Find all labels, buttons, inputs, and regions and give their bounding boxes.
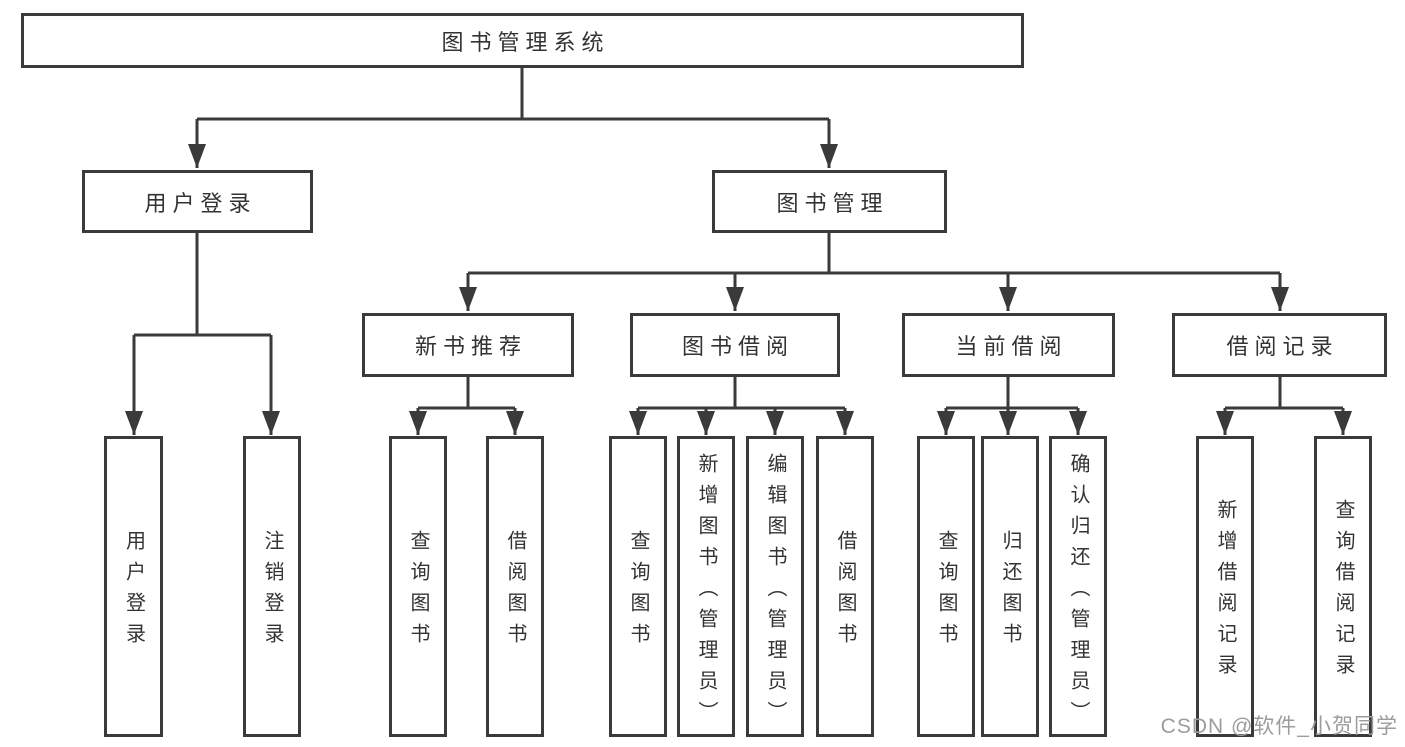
node-library-system: 图书管理系统 xyxy=(21,13,1024,68)
leaf-query-borrow-record: 查询借阅记录 xyxy=(1314,436,1372,737)
node-new-book-recommendation: 新书推荐 xyxy=(362,313,574,377)
leaf-confirm-return-admin: 确认归还（管理员） xyxy=(1049,436,1107,737)
leaf-edit-books-admin: 编辑图书（管理员） xyxy=(746,436,804,737)
leaf-return-books: 归还图书 xyxy=(981,436,1039,737)
leaf-borrowing-borrow-books-label: 借阅图书 xyxy=(834,530,856,654)
connector-stems xyxy=(132,68,1345,435)
node-new-book-recommendation-label: 新书推荐 xyxy=(414,334,527,359)
leaf-add-books-admin-label: 新增图书（管理员） xyxy=(695,452,717,732)
node-current-borrowing: 当前借阅 xyxy=(902,313,1115,377)
leaf-add-borrow-record-label: 新增借阅记录 xyxy=(1214,499,1236,685)
leaf-current-query-books-label: 查询图书 xyxy=(935,530,957,654)
node-book-management-label: 图书管理 xyxy=(776,190,889,216)
node-book-borrowing-label: 图书借阅 xyxy=(681,334,794,359)
leaf-recommend-borrow-books-label: 借阅图书 xyxy=(504,530,526,654)
leaf-logout-label: 注销登录 xyxy=(261,530,283,654)
node-book-management: 图书管理 xyxy=(712,170,947,233)
leaf-confirm-return-admin-label: 确认归还（管理员） xyxy=(1067,452,1089,732)
leaf-user-login-label: 用户登录 xyxy=(122,530,145,654)
leaf-add-books-admin: 新增图书（管理员） xyxy=(677,436,735,737)
node-user-login-label: 用户登录 xyxy=(144,190,257,216)
node-borrowing-records: 借阅记录 xyxy=(1172,313,1387,377)
leaf-add-borrow-record: 新增借阅记录 xyxy=(1196,436,1254,737)
node-library-system-label: 图书管理系统 xyxy=(441,29,610,55)
node-current-borrowing-label: 当前借阅 xyxy=(955,334,1068,359)
leaf-query-borrow-record-label: 查询借阅记录 xyxy=(1332,499,1354,685)
leaf-borrowing-query-books: 查询图书 xyxy=(609,436,667,737)
arrowheads xyxy=(125,144,1352,435)
node-book-borrowing: 图书借阅 xyxy=(630,313,840,377)
leaf-edit-books-admin-label: 编辑图书（管理员） xyxy=(764,452,786,732)
leaf-user-login: 用户登录 xyxy=(104,436,163,737)
leaf-recommend-query-books: 查询图书 xyxy=(389,436,447,737)
leaf-current-query-books: 查询图书 xyxy=(917,436,975,737)
node-user-login: 用户登录 xyxy=(82,170,313,233)
csdn-watermark: CSDN @软件_小贺同学 xyxy=(1160,715,1398,738)
leaf-recommend-borrow-books: 借阅图书 xyxy=(486,436,544,737)
leaf-return-books-label: 归还图书 xyxy=(999,530,1021,654)
leaf-logout: 注销登录 xyxy=(243,436,301,737)
leaf-recommend-query-books-label: 查询图书 xyxy=(407,530,429,654)
leaf-borrowing-query-books-label: 查询图书 xyxy=(627,530,649,654)
node-borrowing-records-label: 借阅记录 xyxy=(1226,334,1339,359)
leaf-borrowing-borrow-books: 借阅图书 xyxy=(816,436,874,737)
